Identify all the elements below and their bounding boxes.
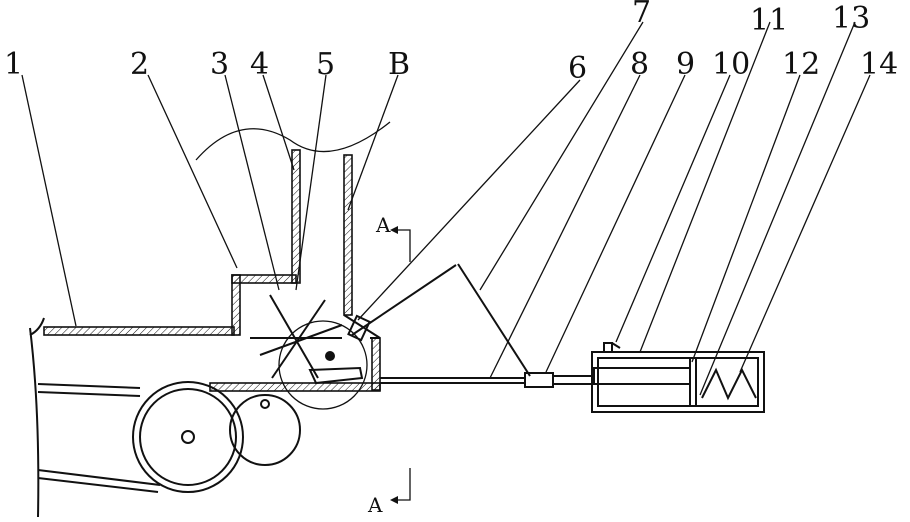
cylinder bbox=[592, 343, 764, 412]
label-14: 14 bbox=[860, 47, 898, 82]
drive-roller-inner bbox=[140, 389, 236, 485]
piston-rod bbox=[594, 368, 690, 384]
label-b: B bbox=[388, 47, 410, 82]
label-10: 10 bbox=[712, 47, 750, 82]
label-5: 5 bbox=[316, 47, 335, 82]
section-label-top: A bbox=[375, 213, 391, 237]
linkage bbox=[348, 264, 594, 387]
label-9: 9 bbox=[676, 47, 695, 82]
label-12: 12 bbox=[782, 47, 820, 82]
paddle-shaft bbox=[325, 351, 335, 361]
section-label-bottom: A bbox=[367, 493, 383, 517]
idler-pin bbox=[261, 400, 269, 408]
drive-roller-outer bbox=[133, 382, 243, 492]
piston-head bbox=[690, 358, 696, 406]
label-7: 7 bbox=[632, 0, 651, 30]
label-2: 2 bbox=[130, 47, 149, 82]
label-1: 1 bbox=[4, 47, 23, 82]
drive-roller-axle bbox=[182, 431, 194, 443]
label-6: 6 bbox=[568, 51, 587, 86]
label-3: 3 bbox=[210, 47, 229, 82]
conveyor bbox=[38, 382, 300, 492]
label-11: 11 bbox=[750, 3, 788, 38]
label-4: 4 bbox=[250, 47, 269, 82]
idler-roller bbox=[230, 395, 300, 465]
label-13: 13 bbox=[832, 1, 870, 36]
part-labels: 1 2 3 4 5 B 6 7 8 9 10 11 12 13 14 bbox=[4, 0, 898, 86]
label-8: 8 bbox=[630, 47, 649, 82]
vent-pin bbox=[604, 343, 612, 352]
hopper bbox=[196, 122, 390, 391]
spring bbox=[702, 370, 756, 398]
